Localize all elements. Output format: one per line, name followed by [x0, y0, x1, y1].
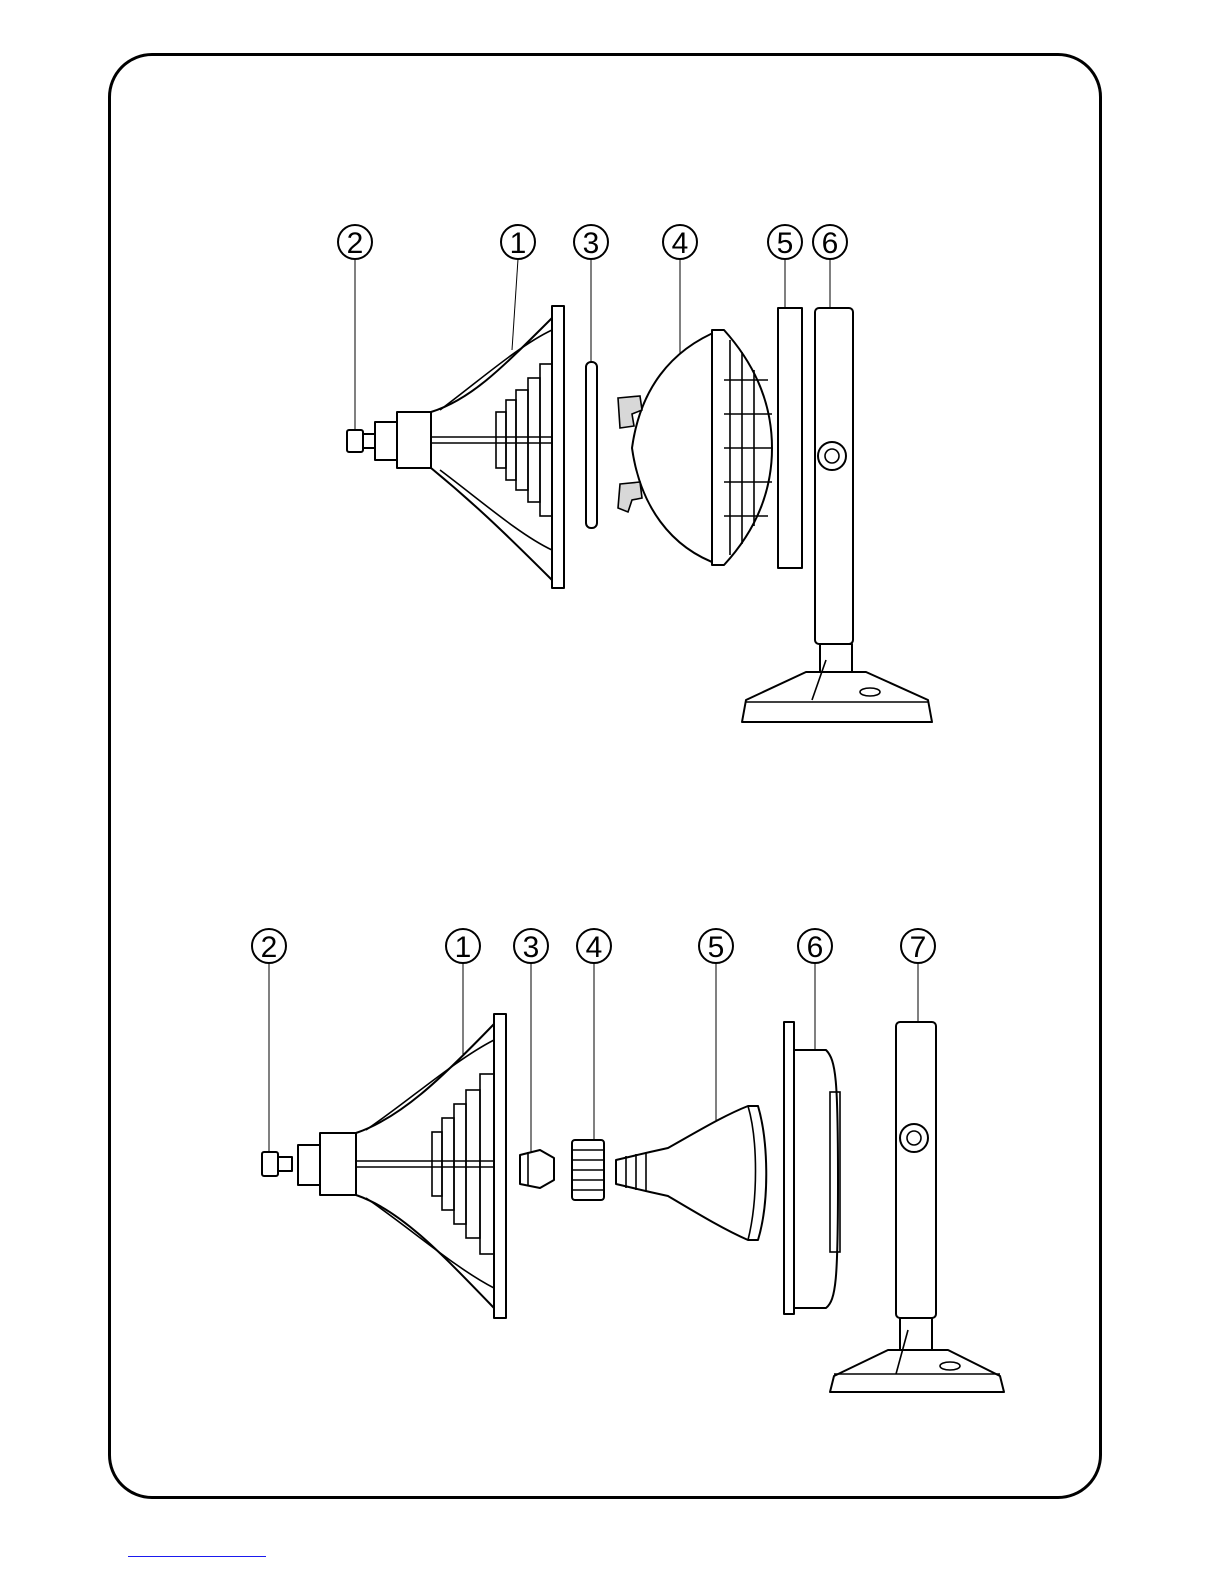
svg-text:6: 6: [807, 931, 824, 964]
callout-top-4: 4: [663, 225, 697, 260]
svg-text:5: 5: [708, 931, 725, 964]
svg-text:2: 2: [347, 227, 364, 260]
diagram-top: 2 1 3 4 5 6: [338, 225, 932, 722]
callout-bottom-6: 6: [798, 929, 832, 964]
part-bracket-stand: [830, 1022, 1004, 1392]
part-bracket-stand: [742, 308, 932, 722]
callout-bottom-5: 5: [699, 929, 733, 964]
svg-text:3: 3: [583, 227, 600, 260]
svg-text:7: 7: [910, 931, 927, 964]
svg-text:6: 6: [822, 227, 839, 260]
callout-top-3: 3: [574, 225, 608, 260]
callout-top-2: 2: [338, 225, 372, 260]
callout-top-1: 1: [501, 225, 535, 260]
svg-text:1: 1: [455, 931, 472, 964]
part-housing: [375, 306, 564, 588]
part-screw-knob: [262, 1152, 292, 1176]
callout-bottom-7: 7: [901, 929, 935, 964]
part-threaded-ring: [572, 1140, 604, 1200]
callout-bottom-4: 4: [577, 929, 611, 964]
callout-bottom-2: 2: [252, 929, 286, 964]
svg-text:4: 4: [672, 227, 689, 260]
svg-text:4: 4: [586, 931, 603, 964]
part-lamp-socket: [520, 1150, 554, 1188]
part-front-ring: [778, 308, 802, 568]
part-screw-knob: [347, 430, 375, 452]
part-par38-lamp: [616, 1106, 766, 1240]
part-gasket: [586, 362, 597, 528]
diagram-bottom: 2 1 3 4 5 6 7: [252, 929, 1004, 1392]
footer-link-underline: [128, 1556, 266, 1557]
part-front-cover: [784, 1022, 840, 1314]
part-par-lamp: [618, 330, 772, 565]
callout-top-5: 5: [768, 225, 802, 260]
svg-text:3: 3: [523, 931, 540, 964]
callout-top-6: 6: [813, 225, 847, 260]
part-housing: [298, 1014, 506, 1318]
callout-bottom-1: 1: [446, 929, 480, 964]
svg-text:2: 2: [261, 931, 278, 964]
callout-bottom-3: 3: [514, 929, 548, 964]
svg-text:5: 5: [777, 227, 794, 260]
svg-text:1: 1: [510, 227, 527, 260]
